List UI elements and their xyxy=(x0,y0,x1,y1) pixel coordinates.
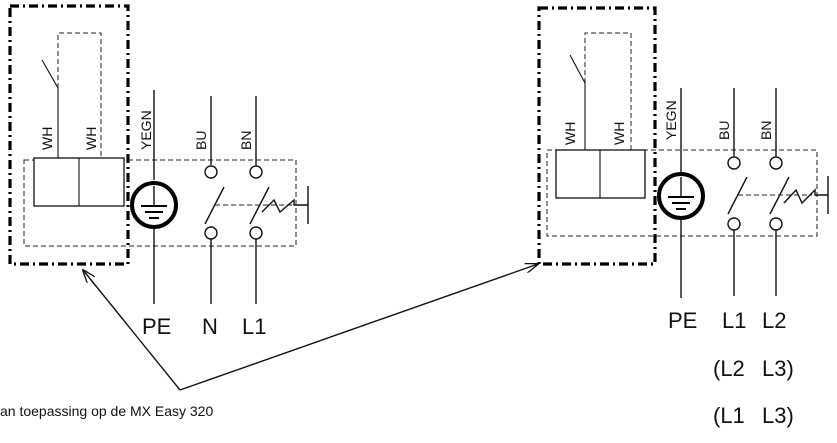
left-bu-pole xyxy=(204,96,225,304)
right-wire-label-bu: BU xyxy=(716,121,732,140)
right-module-enclosure xyxy=(537,6,657,266)
arrow-to-left-module xyxy=(83,270,181,391)
caption-text: an toepassing op de MX Easy 320 xyxy=(0,403,213,419)
left-wire-label-wh1: WH xyxy=(39,127,55,150)
left-wire-label-bu: BU xyxy=(193,131,209,150)
right-bu-pole xyxy=(727,88,748,296)
right-alt-label-row1-a: (L2 xyxy=(713,356,745,381)
left-wire-label-wh2: WH xyxy=(83,127,99,150)
left-bn-pole xyxy=(249,96,270,304)
right-wire-label-yegn: YEGN xyxy=(663,100,679,140)
left-terminal-housing xyxy=(23,159,297,247)
right-relay-contact xyxy=(569,32,632,150)
left-terminal-label-l1: L1 xyxy=(242,314,266,339)
right-wire-label-wh2: WH xyxy=(611,122,627,145)
right-alt-label-row2-a: (L1 xyxy=(713,403,745,428)
left-module-enclosure xyxy=(8,4,130,266)
right-breaker-actuator xyxy=(738,176,829,214)
right-alt-label-row1-b: L3) xyxy=(762,356,794,381)
arrow-to-right-module xyxy=(179,264,538,391)
right-wire-label-wh1: WH xyxy=(562,122,578,145)
right-terminal-label-l1: L1 xyxy=(722,308,746,333)
right-wire-label-bn: BN xyxy=(758,121,774,140)
left-terminal-label-n: N xyxy=(202,314,218,339)
right-alt-label-row2-b: L3) xyxy=(762,403,794,428)
left-diagram: WH WH YEGN BU BN PE N L1 xyxy=(8,4,309,339)
right-earth-symbol xyxy=(657,88,705,298)
left-wire-label-bn: BN xyxy=(238,131,254,150)
left-terminal-label-pe: PE xyxy=(142,314,171,339)
left-earth-symbol xyxy=(130,90,178,304)
left-wire-label-yegn: YEGN xyxy=(138,110,154,150)
left-breaker-actuator xyxy=(215,186,309,224)
right-terminal-label-pe: PE xyxy=(668,308,697,333)
right-terminal-housing xyxy=(546,149,818,237)
right-bn-pole xyxy=(769,88,790,296)
connection-arrows xyxy=(83,264,538,391)
left-relay-contact xyxy=(41,32,102,158)
right-terminal-label-l2: L2 xyxy=(762,308,786,333)
right-diagram: WH WH YEGN BU BN PE L1 L2 (L2 L3) (L1 L3… xyxy=(537,6,829,428)
